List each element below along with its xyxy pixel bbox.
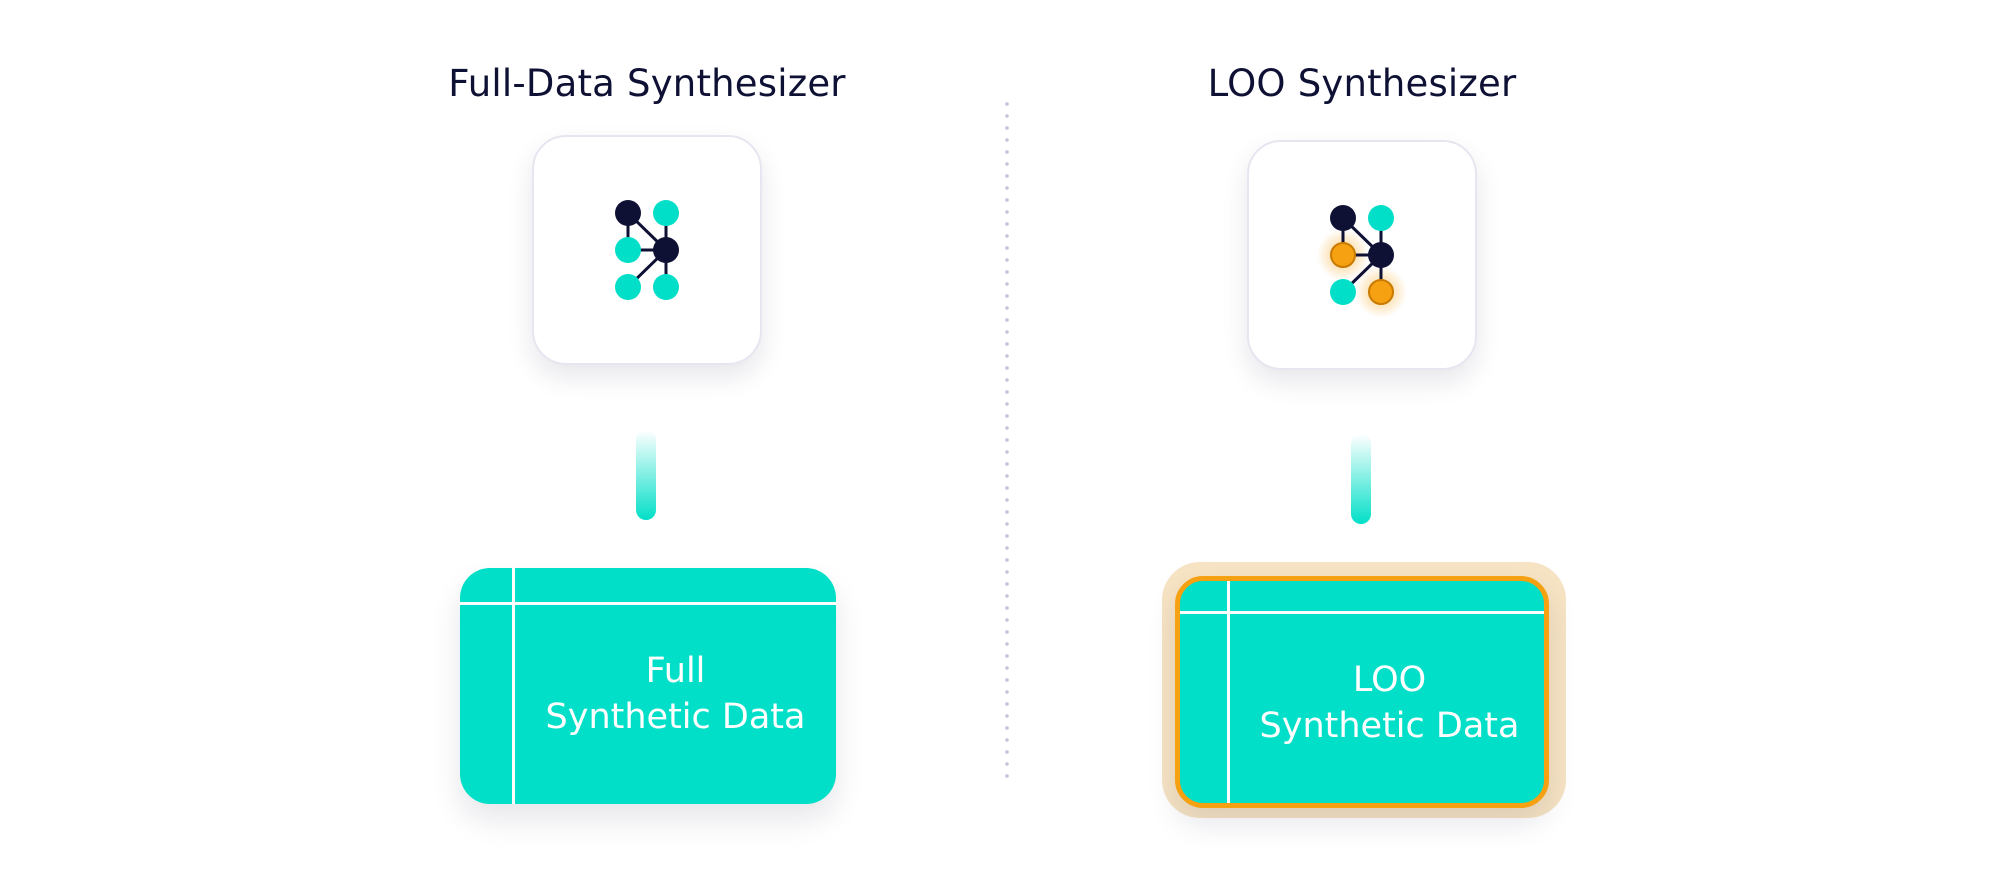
full-data-panel: Full-Data Synthesizer Full Synthetic D: [437, 0, 857, 888]
flow-connector: [1351, 434, 1371, 524]
full-synthetic-data-table: Full Synthetic Data: [460, 568, 836, 804]
data-label-line-1: LOO: [1352, 660, 1427, 700]
data-label-line-1: Full: [645, 651, 706, 691]
data-label-line-2: Synthetic Data: [545, 697, 806, 737]
table-column-divider: [512, 568, 515, 804]
table-header-divider: [1180, 611, 1544, 614]
loo-panel: LOO Synthesizer: [1152, 0, 1572, 888]
flow-connector: [636, 430, 656, 520]
data-label-line-2: Synthetic Data: [1259, 706, 1520, 746]
panel-title-loo: LOO Synthesizer: [1207, 62, 1517, 105]
network-graph-icon: [615, 200, 679, 300]
loo-synthesizer-card: [1247, 140, 1477, 370]
network-graph-highlighted-icon: [1317, 205, 1407, 318]
full-synthetic-data-label: Full Synthetic Data: [515, 648, 836, 740]
full-data-synthesizer-card: [532, 135, 762, 365]
table-header-divider: [460, 602, 836, 605]
loo-synthetic-data-table: LOO Synthetic Data: [1175, 576, 1549, 808]
panel-title-full-data: Full-Data Synthesizer: [448, 62, 846, 105]
dotted-divider: [1005, 98, 1009, 780]
loo-synthetic-data-label: LOO Synthetic Data: [1235, 657, 1544, 749]
table-column-divider: [1227, 581, 1230, 803]
